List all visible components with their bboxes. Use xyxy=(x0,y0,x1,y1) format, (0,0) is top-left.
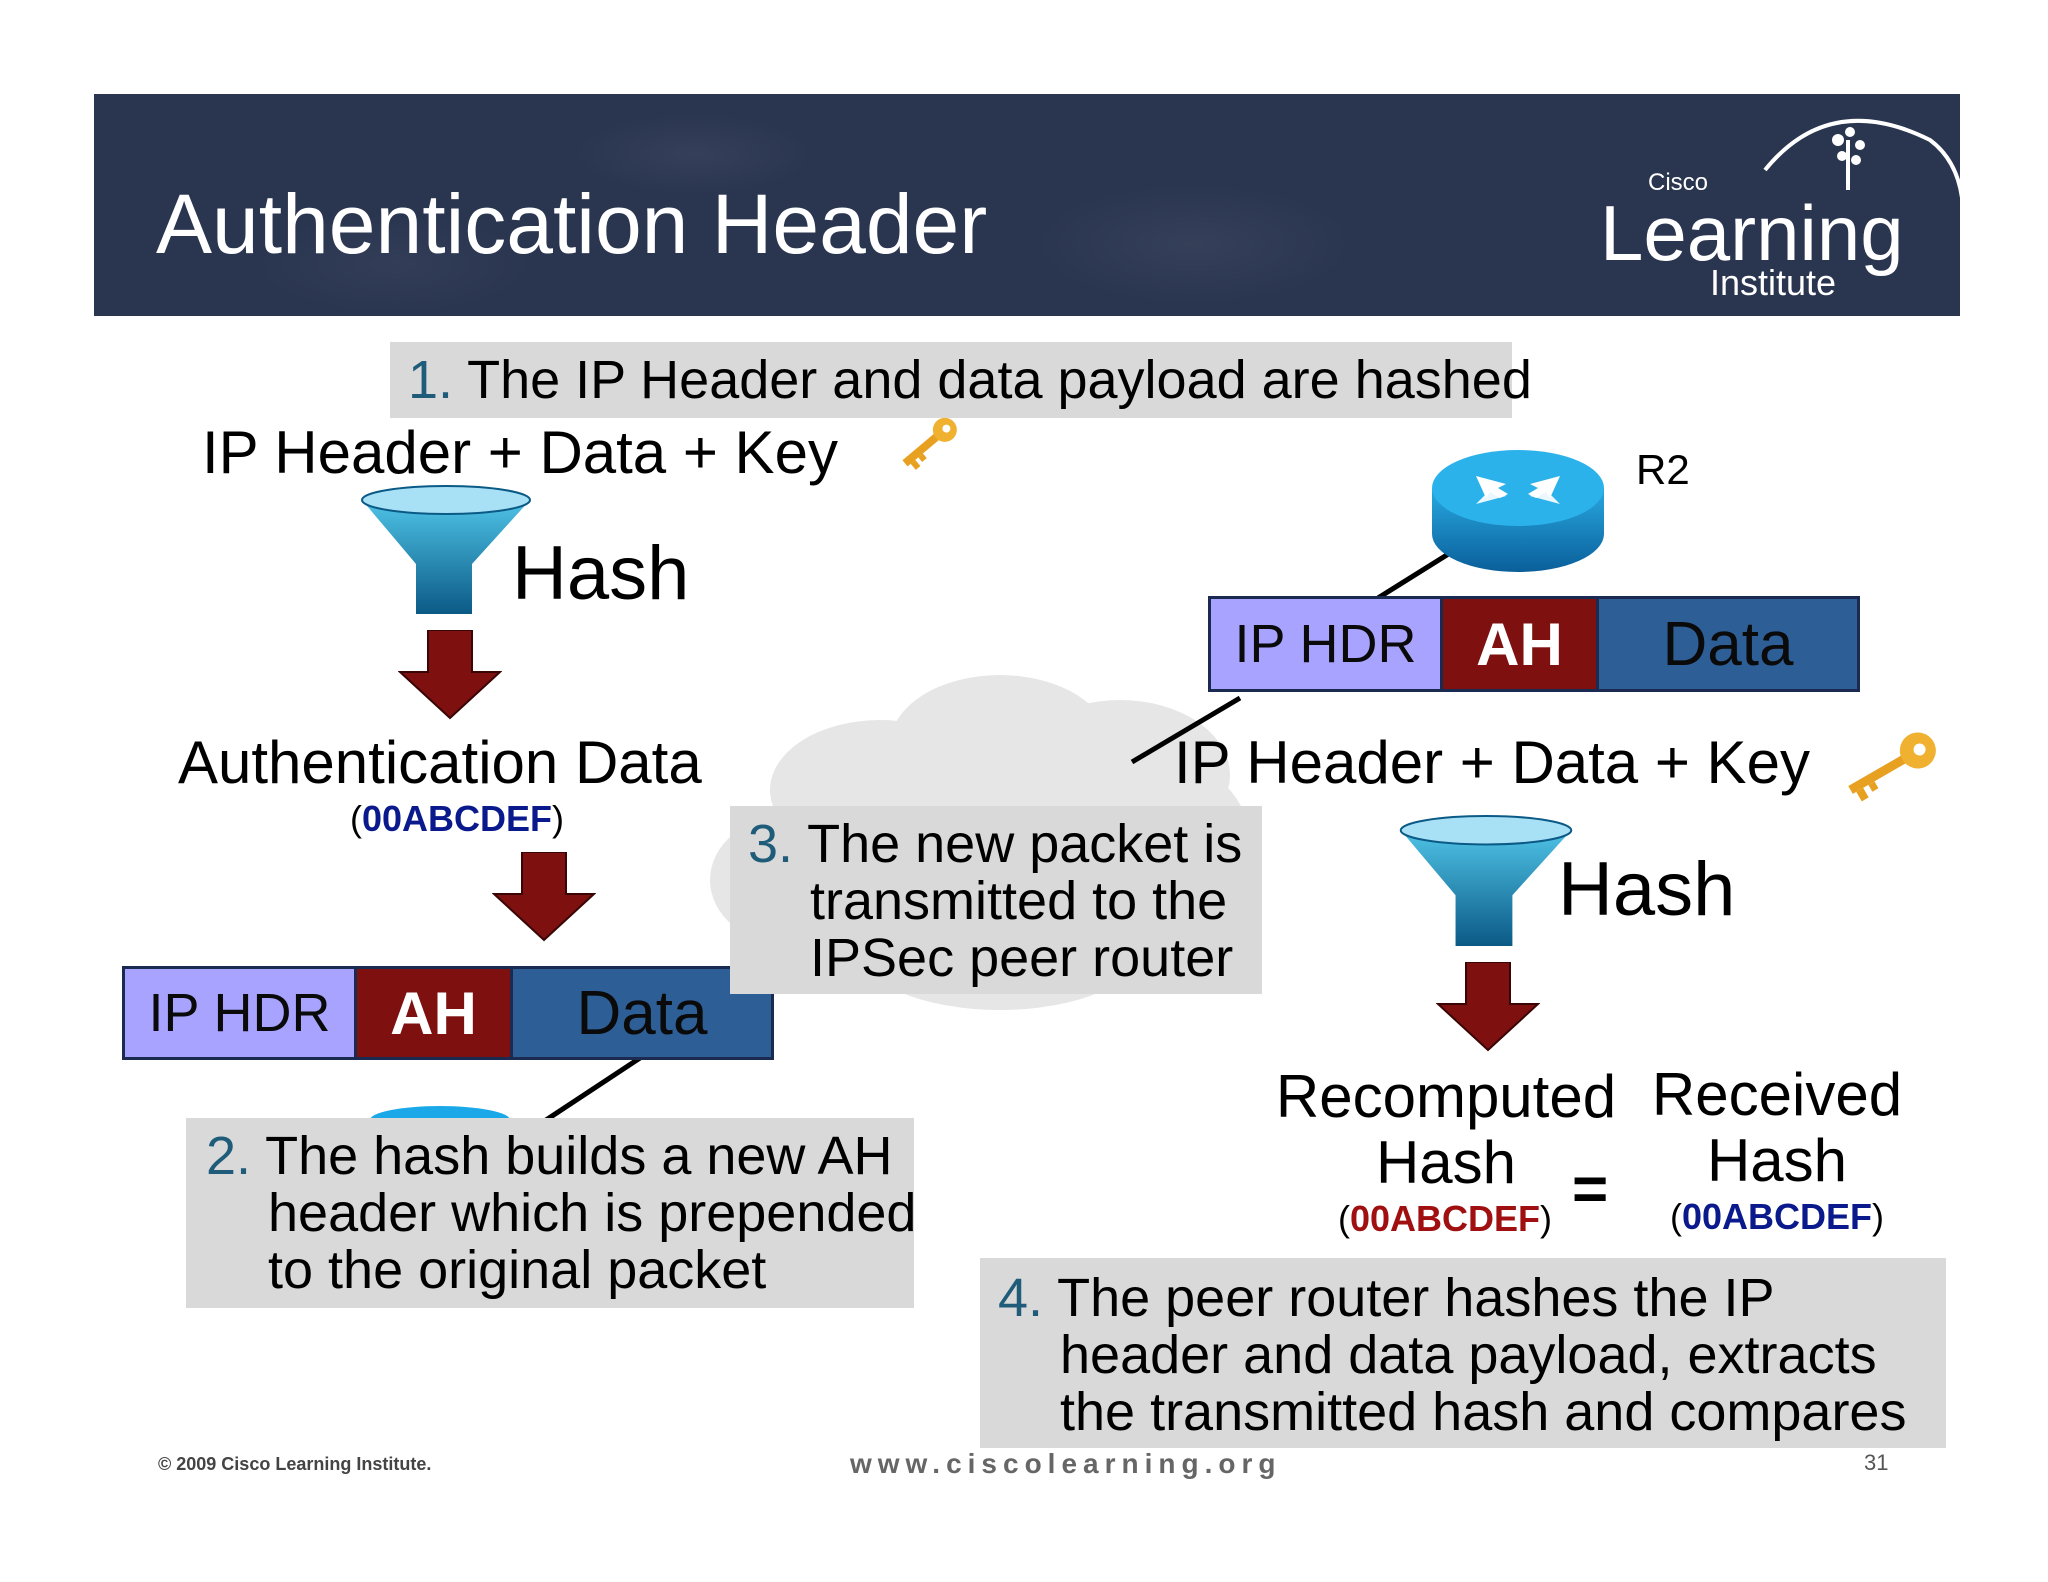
funnel-icon xyxy=(361,485,531,614)
equals-sign: = xyxy=(1572,1155,1609,1224)
step-text: transmitted to the xyxy=(810,871,1228,931)
router-icon xyxy=(1432,450,1604,572)
logo-name: Learning xyxy=(1600,189,1904,277)
logo-brand: Cisco xyxy=(1648,169,1708,196)
received-hash-value: (00ABCDEF) xyxy=(1670,1196,1885,1237)
packet-data: Data xyxy=(1599,599,1857,689)
received-hash-label: Received Hash xyxy=(1651,1061,1903,1194)
recomputed-hash-label: Recomputed Hash xyxy=(1275,1063,1617,1196)
step-text: The new packet is xyxy=(807,814,1243,874)
step-text: the transmitted hash and compares xyxy=(1060,1382,1907,1442)
left-packet: IP HDR AH Data xyxy=(122,966,774,1060)
right-hash-label: Hash xyxy=(1558,847,1736,932)
step-3-callout: 3. The new packet is transmitted to the … xyxy=(730,806,1262,994)
down-arrow-icon xyxy=(1436,962,1540,1052)
right-formula: IP Header + Data + Key xyxy=(1174,729,1810,796)
step-number: 1. xyxy=(408,350,454,410)
packet-ah: AH xyxy=(1443,599,1599,689)
step-text: The IP Header and data payload are hashe… xyxy=(467,350,1532,410)
footer-url: www.ciscolearning.org xyxy=(850,1448,1282,1479)
down-arrow-icon xyxy=(492,852,596,942)
step-number: 3. xyxy=(748,814,794,874)
key-icon xyxy=(902,417,957,470)
down-arrow-icon xyxy=(398,630,502,720)
left-hash-label: Hash xyxy=(512,531,690,616)
step-2-callout: 2. The hash builds a new AH header which… xyxy=(186,1118,917,1308)
step-text: IPSec peer router xyxy=(810,928,1234,988)
funnel-icon xyxy=(1399,815,1573,946)
page-number: 31 xyxy=(1864,1450,1889,1475)
footer-copyright: © 2009 Cisco Learning Institute. xyxy=(158,1454,432,1474)
cisco-learning-institute-logo: Cisco Learning Institute xyxy=(1600,118,1960,303)
left-formula: IP Header + Data + Key xyxy=(202,419,838,486)
router-label: R2 xyxy=(1636,446,1690,493)
step-text: The hash builds a new AH xyxy=(265,1126,893,1186)
slide-title: Authentication Header xyxy=(156,177,988,271)
tree-icon xyxy=(1832,127,1865,190)
packet-ip-hdr: IP HDR xyxy=(125,969,357,1057)
packet-ah: AH xyxy=(357,969,513,1057)
step-4-callout: 4. The peer router hashes the IP header … xyxy=(980,1258,1946,1448)
header-banner xyxy=(94,94,1960,316)
recomputed-hash-value: (00ABCDEF) xyxy=(1338,1198,1553,1239)
auth-data-hash: (00ABCDEF) xyxy=(350,798,565,839)
step-number: 2. xyxy=(206,1126,252,1186)
step-text: header and data payload, extracts xyxy=(1060,1325,1877,1385)
packet-data: Data xyxy=(513,969,771,1057)
auth-data-label: Authentication Data xyxy=(178,729,702,796)
step-text: to the original packet xyxy=(268,1240,767,1300)
step-text: header which is prepended xyxy=(268,1183,917,1243)
key-icon xyxy=(1848,732,1936,802)
packet-ip-hdr: IP HDR xyxy=(1211,599,1443,689)
step-number: 4. xyxy=(998,1268,1044,1328)
step-1-callout: 1. The IP Header and data payload are ha… xyxy=(390,342,1532,418)
logo-sub: Institute xyxy=(1710,262,1836,303)
step-text: The peer router hashes the IP xyxy=(1057,1268,1775,1328)
right-packet: IP HDR AH Data xyxy=(1208,596,1860,692)
